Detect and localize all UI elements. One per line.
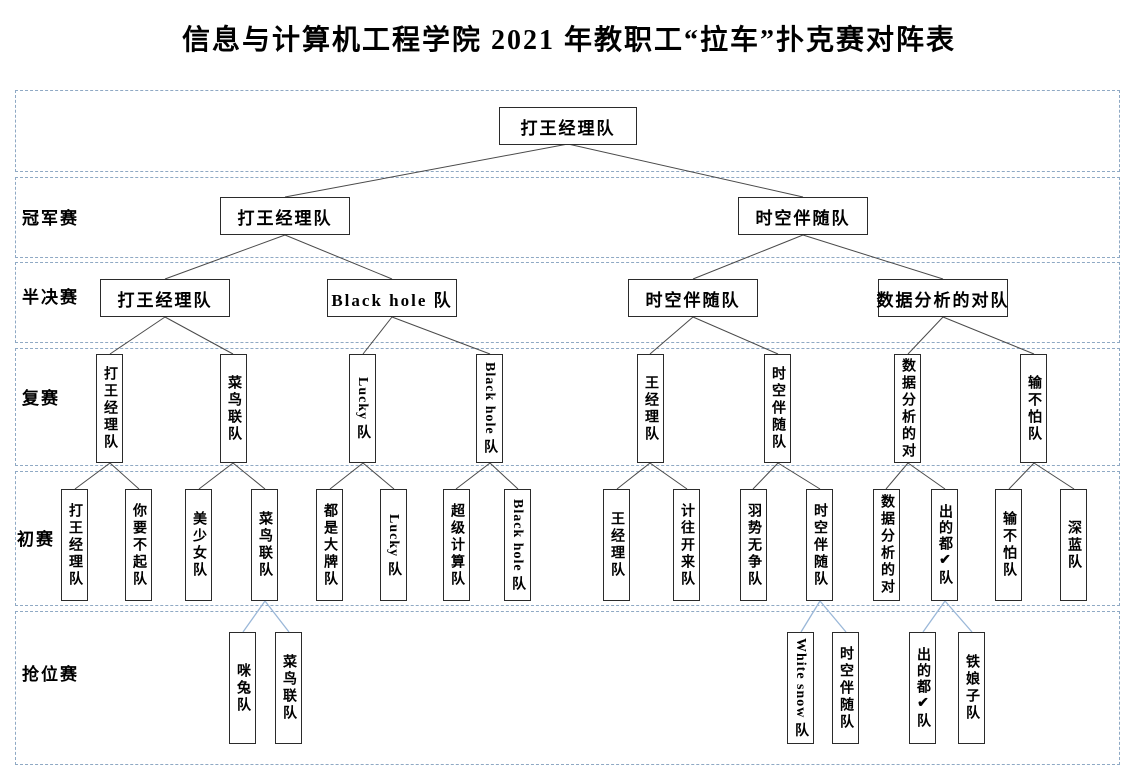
team-box-preliminary-10: 羽势无争队 xyxy=(740,489,767,601)
team-box-preliminary-5: Lucky 队 xyxy=(380,489,407,601)
team-box-preliminary-0: 打王经理队 xyxy=(61,489,88,601)
team-box-second-round-7: 输不怕队 xyxy=(1020,354,1047,463)
page-title: 信息与计算机工程学院 2021 年教职工“拉车”扑克赛对阵表 xyxy=(181,25,956,56)
team-box-second-round-3: Black hole 队 xyxy=(476,354,503,463)
round-label-playoff: 抢位赛 xyxy=(22,665,79,684)
team-box-second-round-0: 打王经理队 xyxy=(96,354,123,463)
team-box-playoff-4: 出的都✔队 xyxy=(909,632,936,744)
team-box-preliminary-13: 出的都✔队 xyxy=(931,489,958,601)
team-box-second-round-2: Lucky 队 xyxy=(349,354,376,463)
team-box-preliminary-15: 深蓝队 xyxy=(1060,489,1087,601)
team-box-playoff-0: 咪兔队 xyxy=(229,632,256,744)
round-label-champion-final: 冠军赛 xyxy=(22,209,79,228)
team-box-second-round-5: 时空伴随队 xyxy=(764,354,791,463)
team-box-second-round-6: 数据分析的对 xyxy=(894,354,921,463)
team-box-preliminary-2: 美少女队 xyxy=(185,489,212,601)
team-box-preliminary-8: 王经理队 xyxy=(603,489,630,601)
row-rect-semifinal xyxy=(15,262,1120,343)
team-box-second-round-1: 菜鸟联队 xyxy=(220,354,247,463)
row-rect-playoff xyxy=(15,611,1120,765)
team-box-winner: 打王经理队 xyxy=(499,107,637,145)
team-box-playoff-1: 菜鸟联队 xyxy=(275,632,302,744)
round-label-second-round: 复赛 xyxy=(22,389,60,408)
team-box-playoff-5: 铁娘子队 xyxy=(958,632,985,744)
team-box-champion-final-0: 打王经理队 xyxy=(220,197,350,235)
team-box-preliminary-3: 菜鸟联队 xyxy=(251,489,278,601)
team-box-preliminary-7: Black hole 队 xyxy=(504,489,531,601)
team-box-semifinal-1: Black hole 队 xyxy=(327,279,457,317)
round-label-preliminary: 初赛 xyxy=(17,530,55,549)
team-box-preliminary-11: 时空伴随队 xyxy=(806,489,833,601)
team-box-preliminary-14: 输不怕队 xyxy=(995,489,1022,601)
team-box-semifinal-2: 时空伴随队 xyxy=(628,279,758,317)
team-box-playoff-2: White snow 队 xyxy=(787,632,814,744)
team-box-second-round-4: 王经理队 xyxy=(637,354,664,463)
team-box-semifinal-0: 打王经理队 xyxy=(100,279,230,317)
row-rect-preliminary xyxy=(15,471,1120,606)
row-rect-second-round xyxy=(15,348,1120,466)
team-box-preliminary-9: 计往开来队 xyxy=(673,489,700,601)
team-box-preliminary-4: 都是大牌队 xyxy=(316,489,343,601)
team-box-preliminary-6: 超级计算队 xyxy=(443,489,470,601)
round-label-semifinal: 半决赛 xyxy=(22,288,79,307)
team-box-semifinal-3: 数据分析的对队 xyxy=(877,279,1008,317)
row-rect-champion-final xyxy=(15,177,1120,258)
team-box-playoff-3: 时空伴随队 xyxy=(832,632,859,744)
team-box-preliminary-12: 数据分析的对 xyxy=(873,489,900,601)
team-box-champion-final-1: 时空伴随队 xyxy=(738,197,868,235)
team-box-preliminary-1: 你要不起队 xyxy=(125,489,152,601)
